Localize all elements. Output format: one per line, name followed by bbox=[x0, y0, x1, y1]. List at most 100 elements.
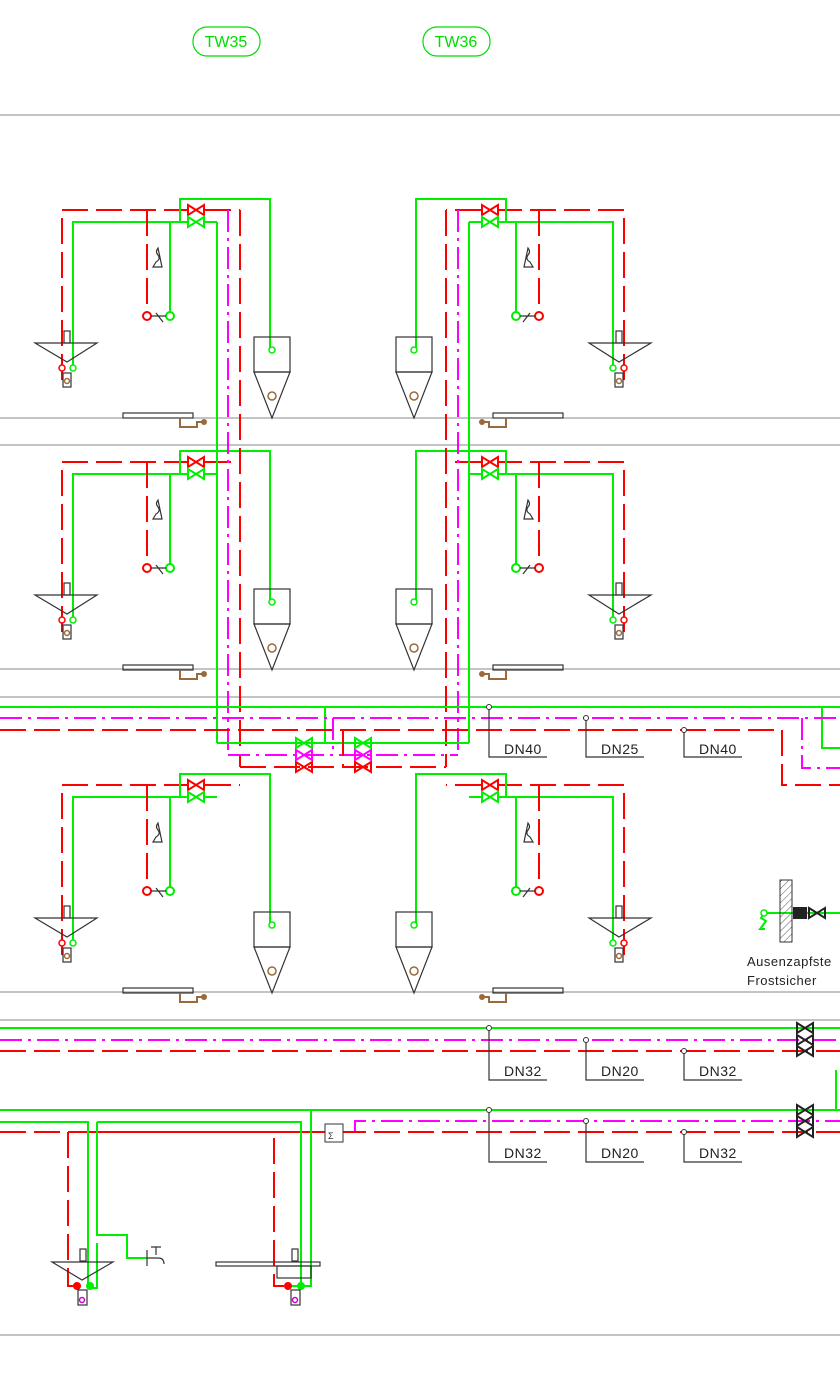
counter-basin-icon bbox=[276, 1265, 312, 1279]
leader-dot bbox=[681, 1129, 687, 1135]
cold-valve-icon[interactable] bbox=[187, 215, 205, 229]
hot-outlet-icon bbox=[534, 563, 544, 573]
outdoor-valve-icon[interactable] bbox=[808, 906, 826, 920]
cold-valve-icon[interactable] bbox=[481, 215, 499, 229]
drain-point-icon bbox=[63, 629, 71, 637]
cold-valve-icon[interactable] bbox=[481, 467, 499, 481]
hot-outlet-icon bbox=[142, 311, 152, 321]
floor-drain-pipe bbox=[484, 418, 507, 428]
hot-outlet-icon bbox=[534, 311, 544, 321]
dimension-leader bbox=[683, 1132, 742, 1163]
basin-cold-connection bbox=[69, 616, 77, 624]
circulation-main-1 bbox=[0, 717, 840, 769]
meter-sigma-icon: Σ bbox=[328, 1131, 334, 1141]
main-pipes bbox=[0, 704, 840, 1163]
cold-valve-icon[interactable] bbox=[481, 790, 499, 804]
shutoff-valve-icon[interactable] bbox=[796, 1103, 814, 1117]
tag-tw35[interactable]: TW35 bbox=[192, 26, 261, 57]
wc-cistern-icon bbox=[395, 911, 433, 948]
cold-valve-icon[interactable] bbox=[187, 467, 205, 481]
tag-tw36[interactable]: TW36 bbox=[422, 26, 491, 57]
valve-icon[interactable] bbox=[354, 736, 372, 750]
hot-valve-icon[interactable] bbox=[481, 455, 499, 469]
wc-cistern-icon bbox=[395, 588, 433, 625]
basin-drain-icon bbox=[62, 947, 72, 963]
leader-dot bbox=[486, 704, 492, 710]
cold-water-feed bbox=[179, 450, 271, 602]
hot-valve-icon[interactable] bbox=[187, 455, 205, 469]
basin-hot-connection bbox=[58, 616, 66, 624]
shutoff-valve-icon[interactable] bbox=[796, 1114, 814, 1128]
wc-cistern-icon bbox=[253, 588, 291, 625]
wall-hatch-icon bbox=[779, 879, 793, 943]
wc-bowl-icon bbox=[395, 623, 433, 672]
cold-water-feed bbox=[415, 450, 507, 602]
washbasin-icon bbox=[586, 594, 654, 615]
floor-drain-icon bbox=[201, 419, 207, 425]
shutoff-valve-icon[interactable] bbox=[796, 1044, 814, 1058]
basin-hot-connection bbox=[620, 939, 628, 947]
valve-icon[interactable] bbox=[295, 760, 313, 774]
unit-left bbox=[32, 450, 291, 680]
cold-valve-icon[interactable] bbox=[187, 790, 205, 804]
cold-water-pipe bbox=[469, 796, 614, 943]
utility-sink-icon bbox=[49, 1261, 116, 1281]
dimension-leader bbox=[683, 1051, 742, 1081]
washbasin-icon bbox=[586, 342, 654, 363]
hot-branch bbox=[0, 1131, 330, 1287]
basin-hot-connection bbox=[58, 939, 66, 947]
wc-drain-icon bbox=[409, 643, 419, 653]
floor-drain-pipe bbox=[179, 418, 202, 428]
leader-dot bbox=[681, 1048, 687, 1054]
cold-water-feed bbox=[179, 773, 271, 925]
valve-icon[interactable] bbox=[354, 760, 372, 774]
hot-main-1 bbox=[0, 729, 840, 786]
wc-bowl-icon bbox=[395, 371, 433, 420]
shutoff-valve-icon[interactable] bbox=[796, 1125, 814, 1139]
valve-icon[interactable] bbox=[295, 748, 313, 762]
dimension-leader bbox=[488, 1028, 547, 1081]
valve-icon[interactable] bbox=[354, 748, 372, 762]
wc-drain-icon bbox=[267, 966, 277, 976]
hot-valve-icon[interactable] bbox=[481, 203, 499, 217]
hot-valve-icon[interactable] bbox=[187, 203, 205, 217]
hot-valve-icon[interactable] bbox=[187, 778, 205, 792]
drain-point-icon bbox=[291, 1296, 299, 1304]
shower-head-icon bbox=[523, 246, 535, 268]
washbasin-icon bbox=[32, 342, 100, 363]
hot-water-pipe bbox=[446, 461, 625, 632]
wc-cistern-icon bbox=[253, 336, 291, 373]
shutoff-valve-icon[interactable] bbox=[796, 1021, 814, 1035]
wc-cistern-icon bbox=[395, 336, 433, 373]
valve-icon[interactable] bbox=[295, 736, 313, 750]
dn-label: DN32 bbox=[699, 1145, 737, 1161]
wc-bowl-icon bbox=[253, 623, 291, 672]
leader-dot bbox=[583, 1037, 589, 1043]
faucet-icon bbox=[615, 330, 623, 344]
shower-head-icon bbox=[151, 498, 163, 520]
dn-label: DN32 bbox=[504, 1145, 542, 1161]
dn-label: DN40 bbox=[504, 741, 542, 757]
shower-tray-icon bbox=[492, 664, 564, 671]
unit-right bbox=[395, 450, 654, 680]
cold-water-feed bbox=[179, 198, 271, 350]
cold-outlet-icon bbox=[165, 563, 175, 573]
cold-water-feed bbox=[415, 198, 507, 350]
outdoor-tap bbox=[758, 879, 840, 943]
hot-water-pipe bbox=[446, 209, 625, 380]
hot-outlet-icon bbox=[534, 886, 544, 896]
basin-cold-connection bbox=[69, 364, 77, 372]
cold-water-pipe bbox=[469, 221, 614, 368]
leader-dot bbox=[486, 1025, 492, 1031]
basin-cold-connection bbox=[609, 616, 617, 624]
wc-cold-connection bbox=[268, 598, 276, 606]
cold-main-3 bbox=[0, 1070, 840, 1111]
cold-water-pipe bbox=[72, 796, 217, 943]
unit-left bbox=[32, 198, 291, 428]
shutoff-valve-icon[interactable] bbox=[796, 1033, 814, 1047]
floor-drain-pipe bbox=[179, 670, 202, 680]
shower-head-icon bbox=[151, 821, 163, 843]
basin-drain-icon bbox=[614, 372, 624, 388]
wc-drain-icon bbox=[409, 391, 419, 401]
hot-valve-icon[interactable] bbox=[481, 778, 499, 792]
